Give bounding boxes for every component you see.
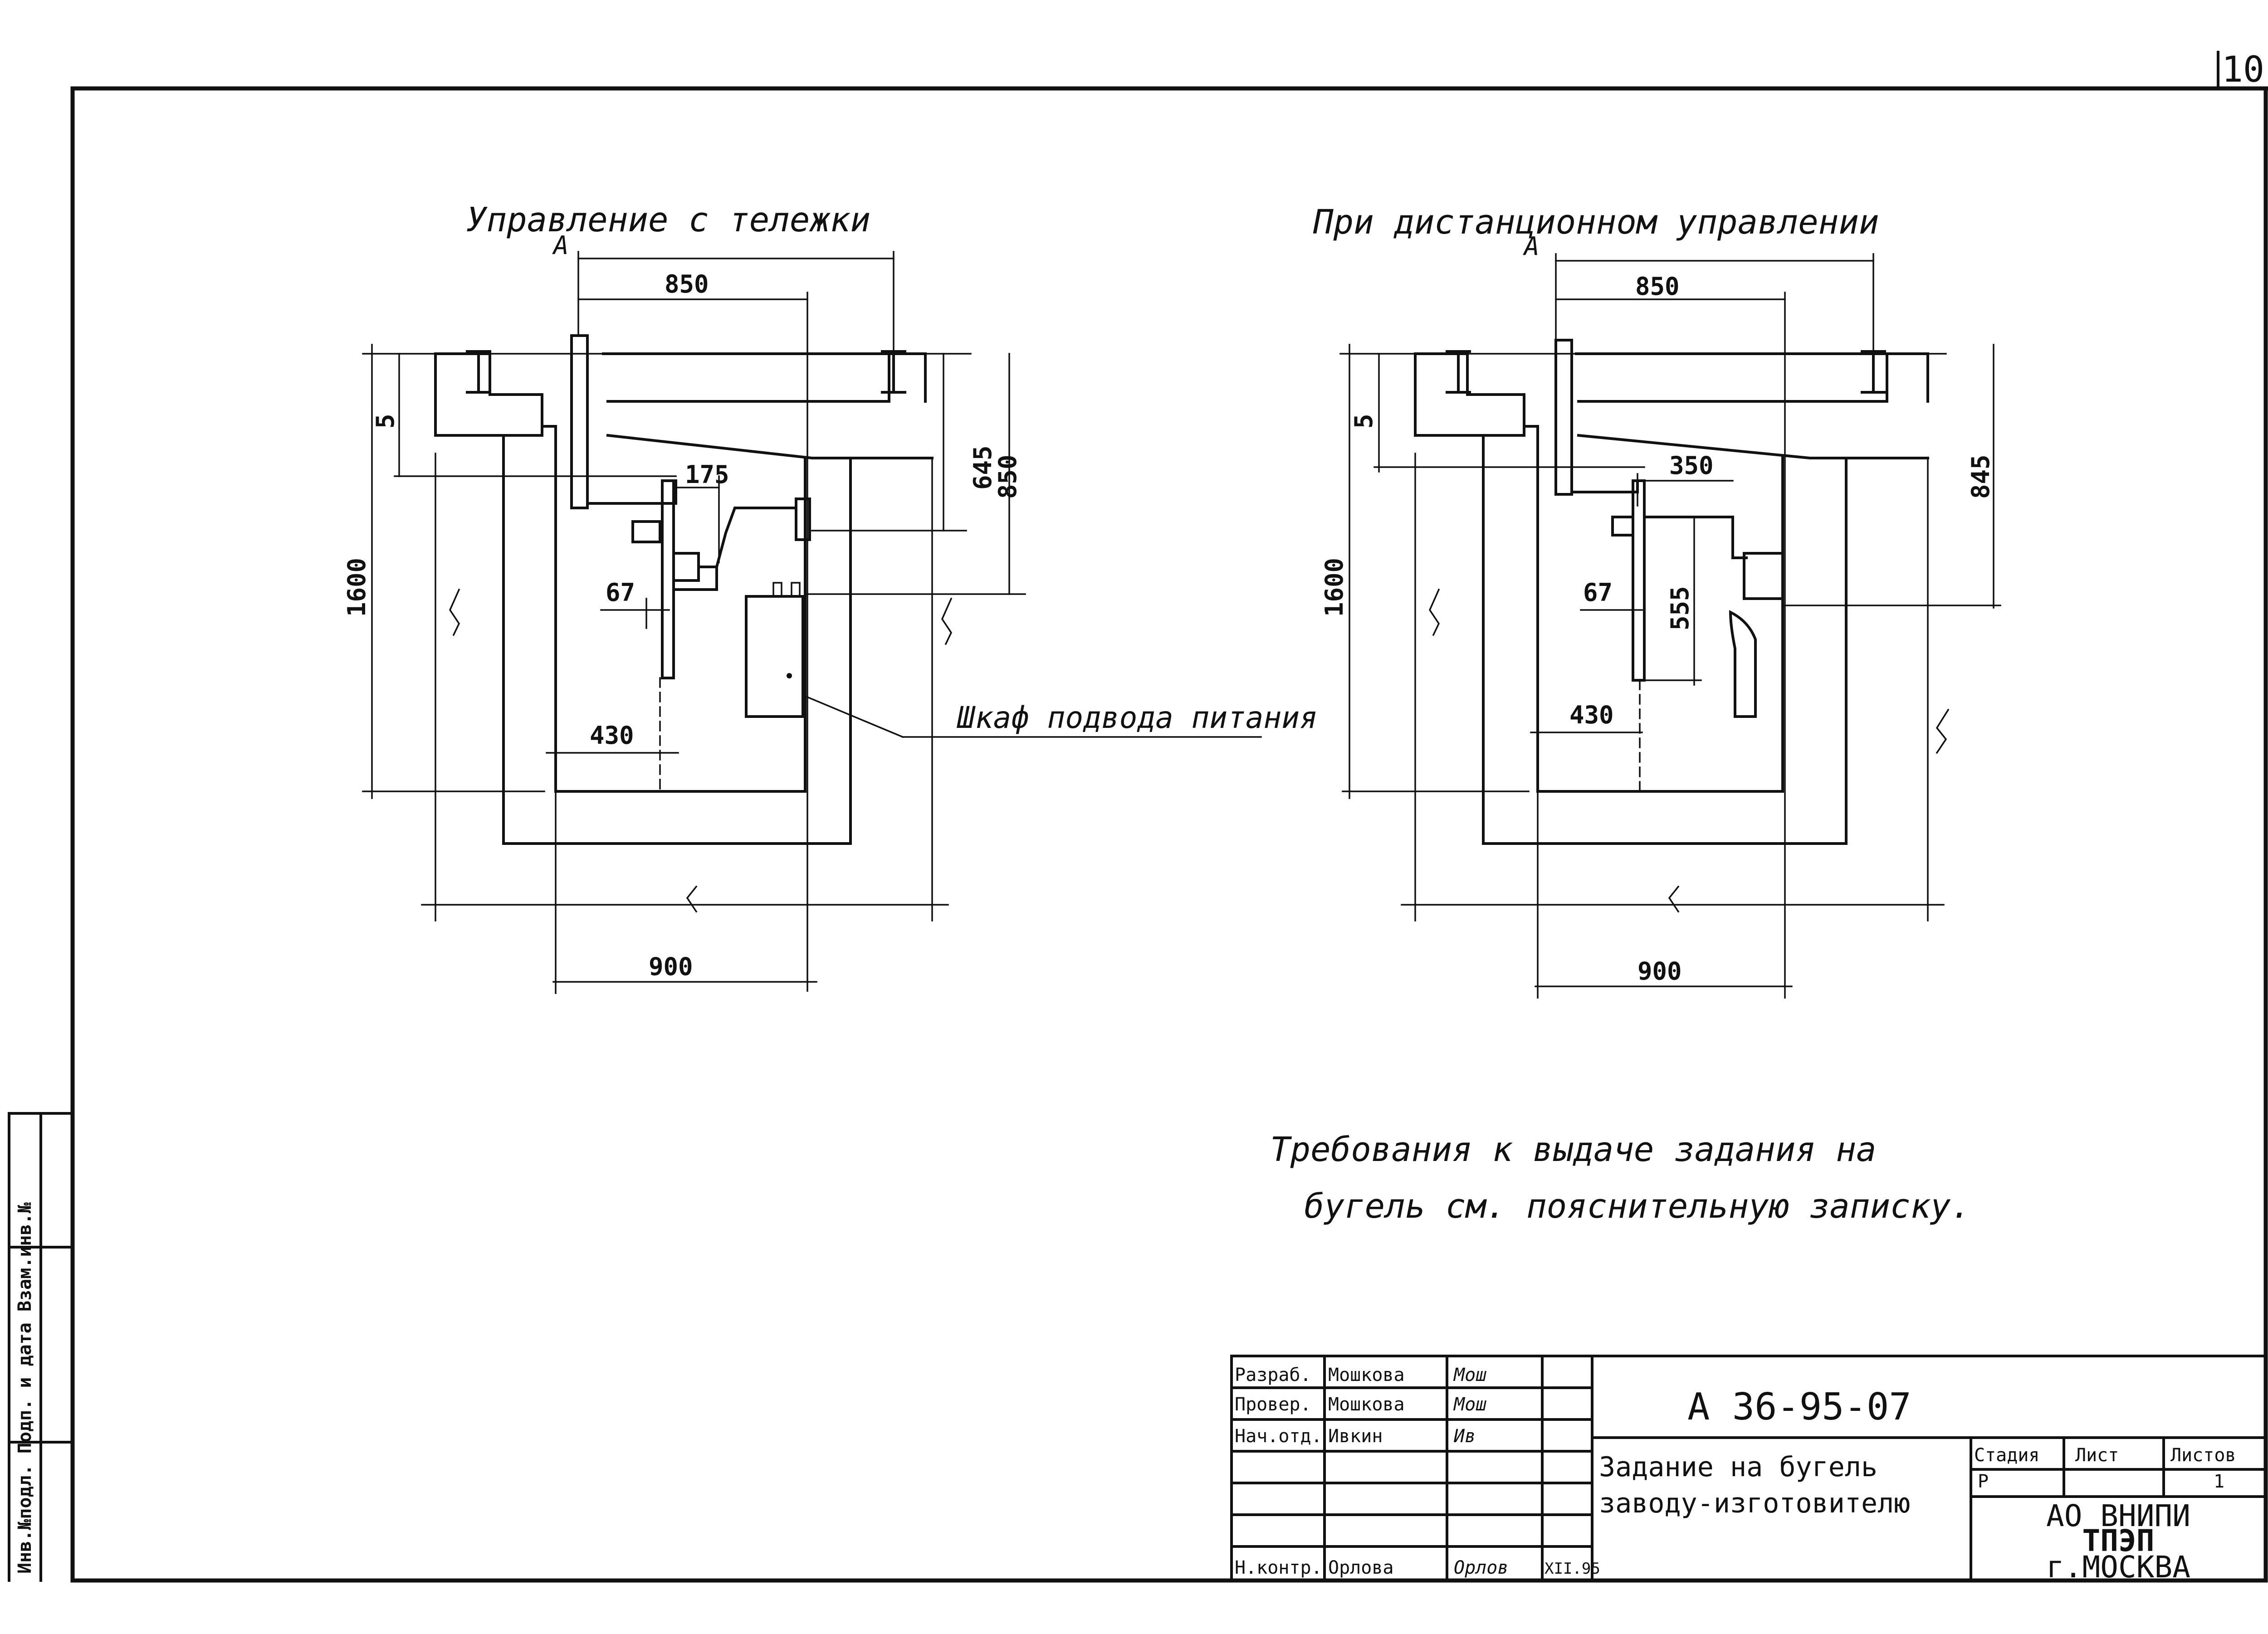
note-line-1: Требования к выдаче задания на [1270, 1130, 1877, 1169]
left-dim-height-total: 1600 [342, 558, 371, 617]
tb-org-2: ТПЭП [2082, 1523, 2155, 1558]
left-section-mark: А [552, 231, 569, 260]
tb-role-0: Разраб. [1235, 1365, 1311, 1385]
tb-sign-2: Ив [1453, 1426, 1476, 1447]
tb-role-2: Нач.отд. [1235, 1426, 1322, 1447]
left-dim-short: 5 [371, 414, 400, 429]
left-dim-post: 67 [606, 578, 635, 607]
right-dim-height-total: 1600 [1320, 558, 1349, 617]
tb-role-6: Н.контр. [1235, 1557, 1322, 1578]
left-dim-right-b: 850 [993, 454, 1022, 499]
right-view-title: При дистанционном управлении [1313, 203, 1879, 242]
right-dim-bottom-width: 900 [1637, 957, 1682, 985]
title-block [1230, 1355, 2267, 1582]
right-dim-inner-offset: 430 [1569, 701, 1614, 729]
right-dim-bracket: 350 [1669, 451, 1714, 480]
tb-name-1: Мошкова [1328, 1394, 1405, 1415]
right-view [1339, 253, 2001, 999]
tb-org-3: г.МОСКВА [2046, 1550, 2190, 1585]
tb-head-sheet: Лист [2075, 1445, 2119, 1466]
tb-doc-name-2: заводу-изготовителю [1599, 1488, 1910, 1519]
tb-name-0: Мошкова [1328, 1365, 1405, 1385]
right-dim-top-width: 850 [1635, 272, 1680, 301]
side-stamp-text: Инв.№подл. Подп. и дата Взам.инв.№ [15, 1202, 35, 1574]
side-stamp [8, 1112, 74, 1582]
sheet-frame [70, 51, 2268, 1583]
tb-role-1: Провер. [1235, 1394, 1311, 1415]
right-dim-post: 67 [1583, 578, 1613, 607]
tb-sign-6: Орлов [1454, 1557, 1508, 1578]
right-dim-drop: 555 [1666, 586, 1694, 630]
tb-doc-name-1: Задание на бугель [1599, 1451, 1877, 1483]
tb-sign-0: Мош [1453, 1365, 1486, 1385]
tb-org-1: АО ВНИПИ [2046, 1498, 2190, 1533]
tb-val-stage: Р [1978, 1471, 1989, 1492]
tb-name-6: Орлова [1328, 1557, 1394, 1578]
left-dim-inner-offset: 430 [590, 721, 634, 750]
left-dim-bracket: 175 [685, 460, 729, 489]
sheet-number: 10 [2222, 49, 2264, 90]
right-dim-right-a: 845 [1966, 454, 1995, 499]
right-dim-short: 5 [1349, 414, 1378, 429]
tb-val-sheets: 1 [2214, 1471, 2224, 1492]
tb-name-2: Ивкин [1328, 1426, 1383, 1447]
tb-head-sheets: Листов [2170, 1445, 2236, 1466]
left-dim-right-a: 645 [968, 445, 997, 490]
left-view-title: Управление с тележки [466, 200, 870, 239]
cabinet-callout: Шкаф подвода питания [957, 700, 1318, 735]
right-section-mark: А [1523, 232, 1540, 261]
tb-doc-code: А 36-95-07 [1687, 1385, 1911, 1429]
note-line-2: бугель см. пояснительную записку. [1304, 1187, 1971, 1226]
left-view [362, 251, 1262, 994]
tb-sign-1: Мош [1453, 1394, 1486, 1415]
left-dim-bottom-width: 900 [649, 952, 693, 981]
tb-date-6: XII.95 [1545, 1560, 1600, 1578]
tb-head-stage: Стадия [1974, 1445, 2040, 1466]
left-dim-top-width: 850 [665, 270, 709, 298]
